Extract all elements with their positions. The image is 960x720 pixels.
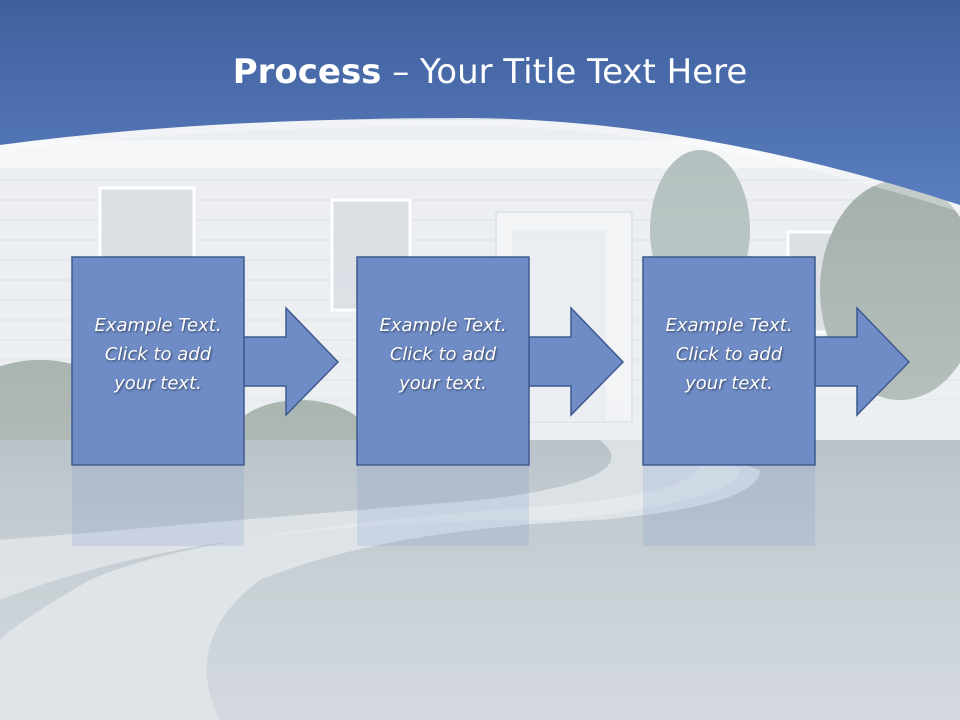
process-step-1-shape bbox=[71, 256, 340, 466]
step-box bbox=[642, 256, 816, 466]
arrow-right-icon bbox=[814, 306, 911, 417]
process-step-3-shape bbox=[642, 256, 911, 466]
title-bold: Process bbox=[232, 52, 382, 92]
step-box bbox=[356, 256, 530, 466]
step-3-text[interactable]: Example Text. Click to add your text. bbox=[665, 315, 793, 394]
arrow-right-icon bbox=[243, 306, 340, 417]
slide-title[interactable]: Process – Your Title Text Here bbox=[0, 52, 960, 92]
step-2-text[interactable]: Example Text. Click to add your text. bbox=[379, 315, 507, 394]
arrow-right-icon bbox=[528, 306, 625, 417]
process-step-2-shape bbox=[356, 256, 625, 466]
step-1-text[interactable]: Example Text. Click to add your text. bbox=[94, 315, 222, 394]
step-box bbox=[71, 256, 245, 466]
title-rest: – Your Title Text Here bbox=[381, 52, 748, 92]
header-band bbox=[0, 0, 960, 205]
